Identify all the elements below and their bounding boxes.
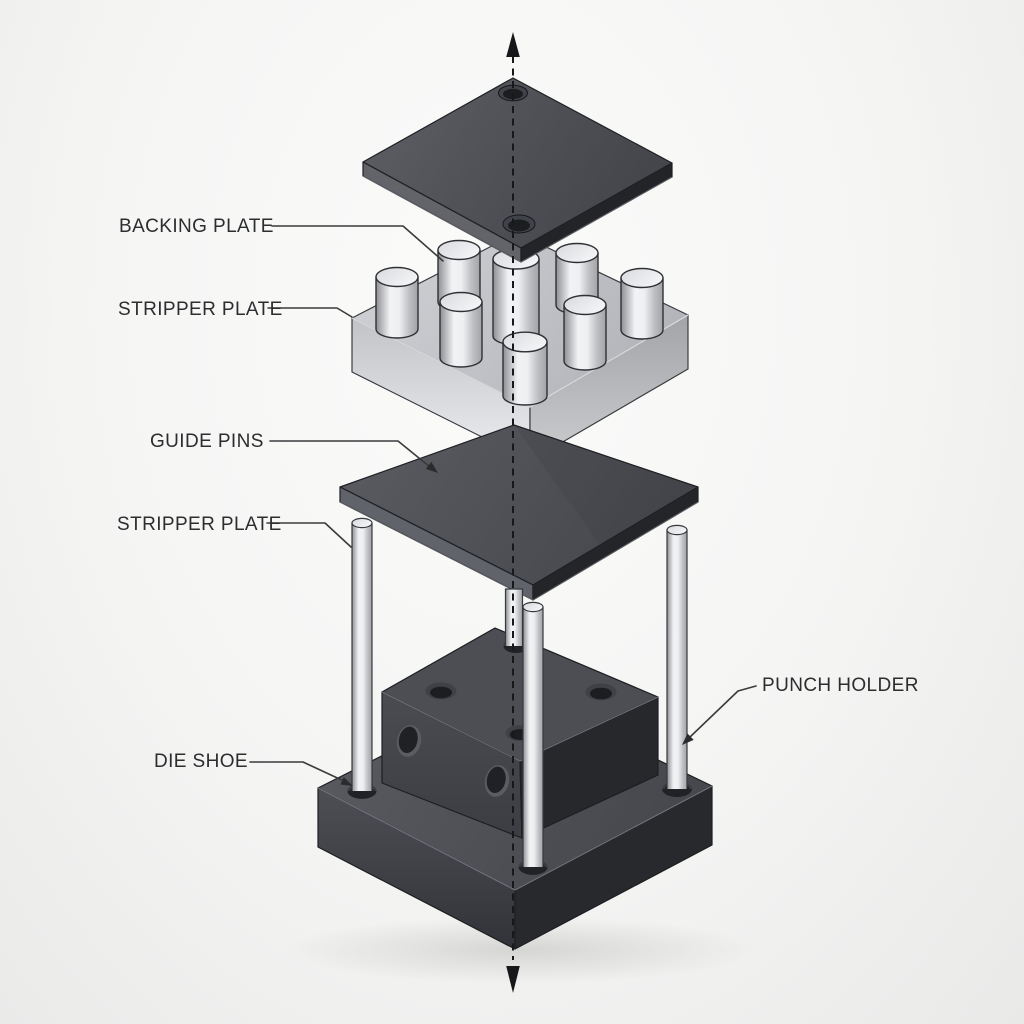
punch-cylinder xyxy=(439,291,483,368)
arrowhead-guide-pins-icon xyxy=(425,461,438,473)
die-block-side-hole xyxy=(484,765,510,797)
die-block-side-hole xyxy=(396,725,422,757)
leader-stripper-lower xyxy=(266,522,352,548)
punch-cylinder xyxy=(502,331,548,406)
label-die-shoe: DIE SHOE xyxy=(154,751,248,772)
stripper-plate-shade xyxy=(514,425,698,545)
centerline xyxy=(506,32,520,993)
punch-plate-assembly xyxy=(351,232,689,462)
leader-backing-plate xyxy=(271,225,444,262)
label-stripper-plate-lower: STRIPPER PLATE xyxy=(117,514,282,535)
top-plate-hole-front xyxy=(502,214,536,234)
label-backing-plate: BACKING PLATE xyxy=(119,216,274,237)
punch-plate-edge-highlight xyxy=(351,314,689,408)
top-plate-bottom-rim xyxy=(362,175,673,263)
top-plate xyxy=(362,77,673,263)
die-block-edge-highlight xyxy=(381,691,659,762)
guide-pin-front xyxy=(518,601,548,875)
stripper-plate-dark xyxy=(339,424,699,601)
die-block-hole xyxy=(585,683,617,701)
label-stripper-plate-upper: STRIPPER PLATE xyxy=(118,299,283,320)
leader-lines xyxy=(249,225,757,783)
die-block xyxy=(381,627,659,839)
punch-cylinder xyxy=(620,267,664,340)
center-punch-post xyxy=(492,248,540,346)
guide-pin-left xyxy=(347,517,377,799)
punch-cylinder xyxy=(375,266,419,339)
guide-pin-right xyxy=(662,524,692,797)
die-shoe-edge-highlight xyxy=(317,785,713,891)
label-guide-pins: GUIDE PINS xyxy=(150,431,264,452)
ground-shadow xyxy=(285,916,755,984)
arrow-down-icon xyxy=(506,966,520,993)
arrow-up-icon xyxy=(506,32,520,57)
leader-guide-pins xyxy=(269,440,431,468)
die-block-hole xyxy=(425,682,457,700)
arrowhead-die-shoe-icon xyxy=(340,777,353,786)
punch-cylinder xyxy=(563,294,607,371)
label-punch-holder: PUNCH HOLDER xyxy=(762,675,919,696)
leader-punch-holder xyxy=(689,685,757,738)
leader-stripper-upper xyxy=(267,307,353,318)
leader-die-shoe xyxy=(249,761,347,783)
arrowhead-punch-holder-icon xyxy=(682,733,694,745)
stripper-plate-bottom-rim xyxy=(339,501,699,601)
